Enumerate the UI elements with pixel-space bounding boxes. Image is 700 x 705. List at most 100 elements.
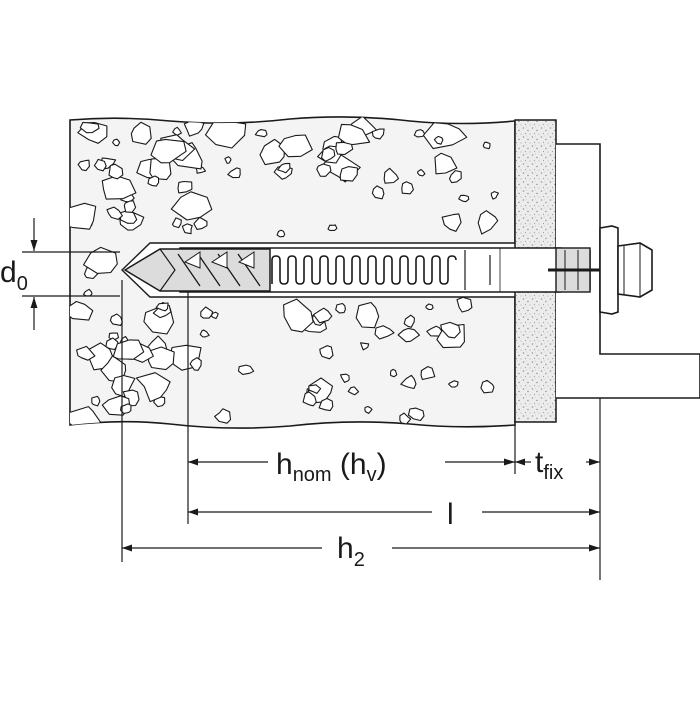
aggregate-stone [302, 391, 317, 407]
aggregate-stone [204, 119, 247, 149]
aggregate-stone [400, 374, 417, 390]
d0-label: d0 [0, 256, 28, 295]
hex-bolt-head [548, 225, 653, 315]
aggregate-stone [120, 403, 132, 414]
tfix-label: tfix [535, 446, 563, 484]
aggregate-stone [426, 325, 444, 337]
aggregate-stone [448, 170, 462, 184]
aggregate-stone [200, 306, 214, 319]
aggregate-stone [76, 345, 96, 361]
aggregate-stone [319, 345, 334, 360]
aggregate-stone [150, 138, 187, 164]
aggregate-stone [193, 216, 208, 230]
aggregate-stone [477, 210, 499, 235]
hnom-label: hnom (hv) [276, 448, 387, 486]
aggregate-stone [433, 135, 444, 145]
aggregate-stone [108, 163, 124, 180]
aggregate-stone [70, 202, 97, 230]
aggregate-stone [105, 337, 120, 351]
aggregate-stone [135, 372, 171, 403]
l-label: l [447, 498, 454, 531]
aggregate-stone [434, 152, 458, 175]
h2-label: h2 [337, 532, 365, 571]
aggregate-stone [383, 167, 400, 184]
aggregate-stone [177, 180, 193, 194]
angle-bracket [556, 143, 700, 399]
aggregate-stone [360, 342, 370, 351]
aggregate-stone [147, 346, 175, 371]
aggregate-stone [227, 167, 241, 179]
aggregate-stone [374, 325, 395, 340]
aggregate-stone [106, 206, 123, 220]
aggregate-stone [210, 311, 219, 320]
aggregate-stone [335, 141, 354, 156]
aggregate-stone [371, 185, 385, 200]
aggregate-stone [112, 138, 121, 147]
aggregate-stone [276, 229, 286, 238]
aggregate-stone [181, 223, 193, 235]
aggregate-stone [123, 200, 137, 213]
aggregate-stone [199, 329, 210, 338]
aggregate-stone [312, 307, 333, 324]
aggregate-stone [355, 301, 380, 329]
extension-lines [22, 251, 601, 580]
aggregate-stone [93, 158, 107, 172]
expansion-cone [123, 248, 271, 292]
aggregate-stone [407, 407, 425, 422]
aggregate-stone [254, 129, 268, 138]
aggregate-stone [155, 302, 169, 312]
anchor-spring-coil [271, 255, 457, 285]
aggregate-stone [422, 122, 468, 150]
aggregate-stone [214, 408, 232, 424]
aggregate-stone [337, 123, 371, 146]
dimension-lines [30, 218, 600, 552]
aggregate-stone [327, 224, 338, 231]
aggregate-stone [371, 128, 385, 140]
aggregate-stone [458, 194, 470, 203]
aggregate-stone [482, 141, 491, 150]
aggregate-stone [456, 296, 473, 313]
aggregate-stone [308, 384, 322, 394]
aggregate-stone [490, 191, 500, 200]
aggregate-stone [440, 321, 461, 339]
aggregate-stone [448, 380, 459, 388]
aggregate-stone [335, 302, 346, 314]
aggregate-stone [91, 395, 101, 407]
aggregate-stone [397, 327, 421, 343]
aggregate-stone [425, 303, 434, 311]
concrete-aggregate-stones [70, 116, 500, 429]
aggregate-stone [109, 313, 123, 326]
aggregate-stone [224, 156, 232, 164]
aggregate-stone [441, 213, 462, 232]
aggregate-stone [417, 168, 426, 177]
aggregate-stone [401, 181, 414, 195]
aggregate-stone [101, 175, 137, 200]
aggregate-stone [420, 366, 436, 381]
aggregate-stone [278, 134, 313, 158]
aggregate-stone [283, 298, 314, 333]
aggregate-stone [237, 364, 255, 375]
aggregate-stone [112, 339, 145, 360]
aggregate-stone [389, 368, 398, 378]
aggregate-stone [364, 405, 373, 414]
aggregate-stone [79, 121, 100, 134]
aggregate-stone [277, 162, 291, 174]
aggregate-stone [189, 357, 202, 371]
aggregate-stone [480, 379, 495, 394]
aggregate-stone [130, 121, 152, 145]
aggregate-stone [172, 126, 182, 136]
aggregate-stone [321, 146, 336, 162]
aggregate-stone [339, 166, 358, 182]
aggregate-stone [316, 163, 332, 177]
aggregate-stone [171, 217, 182, 229]
aggregate-stone [340, 373, 350, 383]
aggregate-stone [347, 386, 360, 396]
aggregate-stone [413, 129, 427, 138]
aggregate-stone [147, 175, 160, 187]
aggregate-stone [77, 159, 90, 172]
aggregate-stone [318, 397, 334, 412]
aggregate-stone [170, 191, 213, 221]
aggregate-stone [70, 300, 94, 321]
